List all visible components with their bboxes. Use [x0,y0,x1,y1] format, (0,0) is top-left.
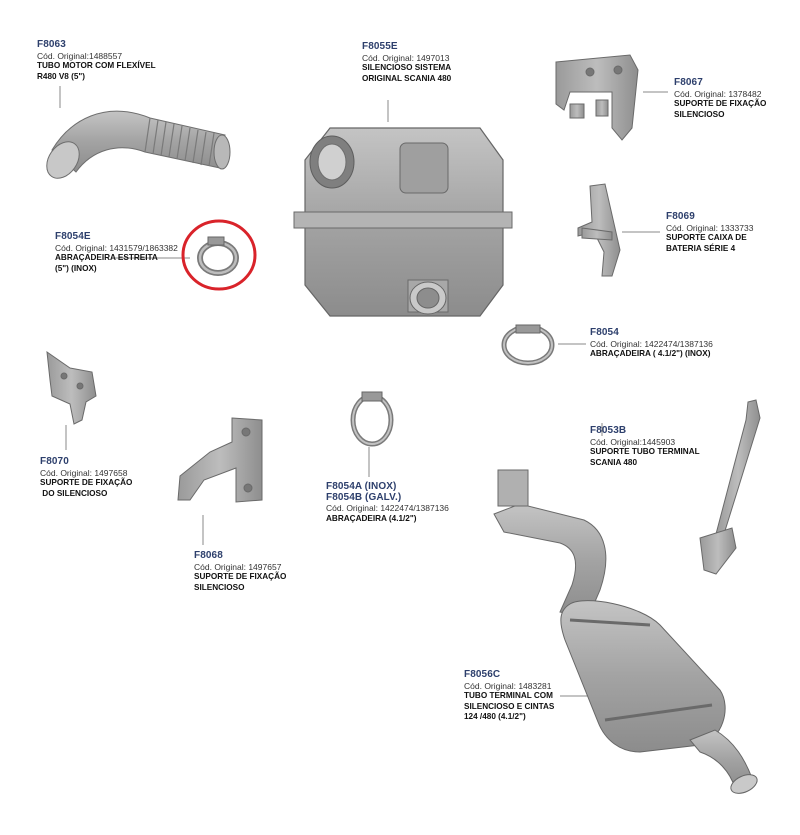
original-code: Cód. Original: 1497657 [194,561,282,572]
part-description: ORIGINAL SCANIA 480 [362,73,452,83]
part-description: SILENCIOSO E CINTAS [464,701,555,711]
bracket-f8068-part [177,417,263,503]
label-f8067: F8067 Cód. Original: 1378482 SUPORTE DE … [674,77,767,120]
part-description: SUPORTE DE FIXAÇÃO [40,478,133,487]
original-code: Cód. Original: 1333733 [666,222,754,233]
original-code: Cód. Original: 1422474/1387136 [326,503,449,513]
part-code: F8069 [666,211,695,222]
part-code: F8054A (INOX) [326,481,397,492]
narrow-clamp-f8054e-part [181,219,257,291]
label-f8055e: F8055E Cód. Original: 1497013 SILENCIOSO… [362,41,452,84]
part-description: SUPORTE CAIXA DE [666,233,747,242]
clamp-f8054a-part [350,391,394,447]
part-description: ABRAÇADEIRA ( 4.1/2") (INOX) [590,349,711,358]
part-description: SILENCIOSO [674,109,725,119]
original-code: Cód. Original: 1497013 [362,52,450,63]
tube-support-f8053b-part [699,399,761,575]
original-code: Cód. Original: 1497658 [40,467,128,478]
part-description: (5") (INOX) [55,263,97,273]
label-f8070: F8070 Cód. Original: 1497658 SUPORTE DE … [40,456,133,499]
part-code: F8067 [674,77,703,88]
part-code: F8056C [464,669,501,680]
part-description: SCANIA 480 [590,457,638,467]
part-description: BATERIA SÉRIE 4 [666,243,736,253]
part-description: ABRAÇADEIRA ESTREITA [55,253,158,262]
leader-lines [59,86,668,697]
label-f8054a: F8054A (INOX) F8054B (GALV.) Cód. Origin… [326,481,449,524]
original-code: Cód. Original:1488557 [37,50,123,61]
label-f8063: F8063 Cód. Original:1488557 TUBO MOTOR C… [37,39,156,82]
original-code: Cód. Original: 1431579/1863382 [55,242,178,253]
label-f8068: F8068 Cód. Original: 1497657 SUPORTE DE … [194,550,287,593]
part-code: F8054E [55,231,91,242]
original-code: Cód. Original: 1378482 [674,88,762,99]
original-code: Cód. Original: 1483281 [464,680,552,691]
part-code-secondary: F8054B (GALV.) [326,491,402,503]
part-description: SILENCIOSO SISTEMA [362,63,452,72]
part-description: SUPORTE TUBO TERMINAL [590,447,700,456]
part-description: TUBO MOTOR COM FLEXÍVEL [37,61,156,70]
flexible-tube-part [46,110,231,179]
label-f8069: F8069 Cód. Original: 1333733 SUPORTE CAI… [666,211,754,254]
part-code: F8063 [37,39,66,50]
original-code: Cód. Original: 1422474/1387136 [590,338,713,349]
label-f8056c: F8056C Cód. Original: 1483281 TUBO TERMI… [464,669,555,723]
label-f8053b: F8053B Cód. Original:1445903 SUPORTE TUB… [590,425,700,468]
part-code: F8070 [40,456,69,467]
part-description: SUPORTE DE FIXAÇÃO [194,572,287,581]
part-description: SILENCIOSO [194,582,245,592]
highlight-circle [181,219,257,291]
part-description: 124 /480 (4.1/2") [464,712,526,721]
part-code: F8068 [194,550,223,561]
label-f8054: F8054 Cód. Original: 1422474/1387136 ABR… [590,327,713,360]
battery-support-part [577,183,621,277]
part-description: R480 V8 (5") [37,71,86,81]
part-description: ABRAÇADEIRA (4.1/2") [326,513,417,523]
label-f8054e: F8054E Cód. Original: 1431579/1863382 AB… [55,231,178,274]
part-code: F8053B [590,425,627,436]
terminal-tube-f8056c-part [493,469,758,794]
bracket-f8070-part [46,350,97,425]
clamp-f8054-part [501,324,555,366]
bracket-f8067-part [555,54,639,141]
part-description: SUPORTE DE FIXAÇÃO [674,99,767,108]
original-code: Cód. Original:1445903 [590,436,676,447]
part-description: TUBO TERMINAL COM [464,691,553,700]
part-code: F8055E [362,41,398,52]
part-description: DO SILENCIOSO [40,488,108,498]
part-code: F8054 [590,327,619,338]
muffler-part [293,127,513,317]
